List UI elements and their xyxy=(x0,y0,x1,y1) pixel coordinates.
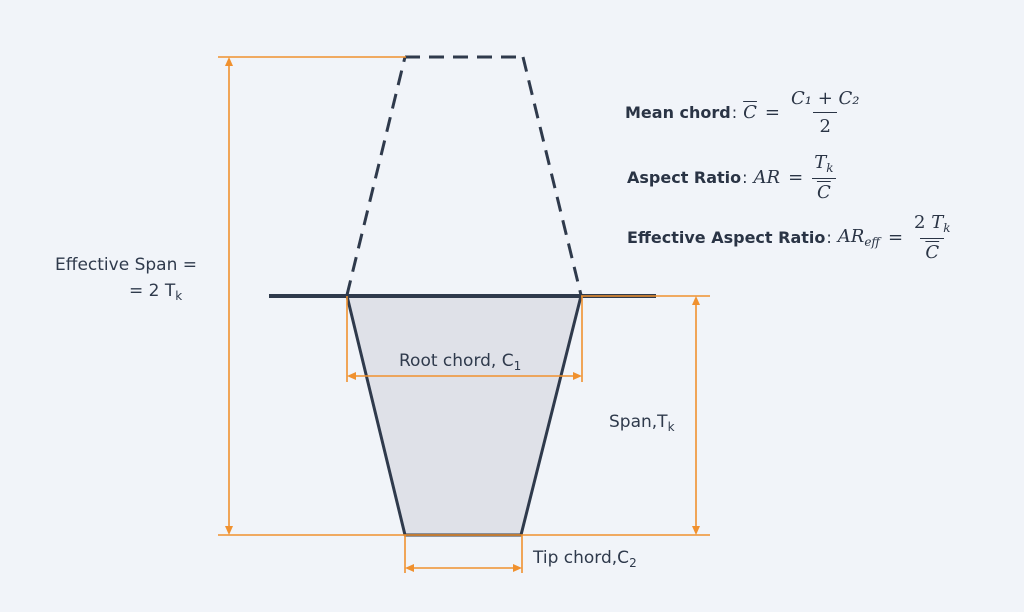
effective-aspect-ratio-symbol: AReff xyxy=(837,226,880,249)
effective-aspect-ratio-name: Effective Aspect Ratio xyxy=(627,228,826,247)
dimension-lines xyxy=(218,56,710,573)
aspect-ratio-equation: Aspect Ratio : AR = Tk C xyxy=(627,152,837,203)
effective-aspect-ratio-numerator: T xyxy=(931,212,944,233)
span-label: Span,Tk xyxy=(609,412,675,434)
aspect-ratio-denominator: C xyxy=(811,178,836,203)
mean-chord-equation: Mean chord : C = C₁ + C₂ 2 xyxy=(625,88,863,137)
tip-chord-label: Tip chord,C2 xyxy=(533,548,637,570)
aspect-ratio-numerator: T xyxy=(814,152,827,173)
aspect-ratio-symbol: AR xyxy=(753,167,781,188)
effective-span-value-label: = 2 Tk xyxy=(129,281,183,303)
rudder-shape xyxy=(345,294,583,537)
mean-chord-symbol: C xyxy=(743,102,757,123)
effective-span-label: Effective Span = xyxy=(55,255,197,275)
mean-chord-numerator: C₁ + C₂ xyxy=(791,88,860,109)
root-chord-label: Root chord, C1 xyxy=(399,351,522,373)
mean-chord-denominator: 2 xyxy=(813,112,838,137)
reflected-rudder-outline xyxy=(345,55,583,296)
effective-aspect-ratio-equation: Effective Aspect Ratio : AReff = 2 Tk C xyxy=(627,212,951,263)
aspect-ratio-name: Aspect Ratio xyxy=(627,168,742,187)
effective-aspect-ratio-denominator: C xyxy=(920,238,945,263)
mean-chord-name: Mean chord xyxy=(625,103,731,122)
